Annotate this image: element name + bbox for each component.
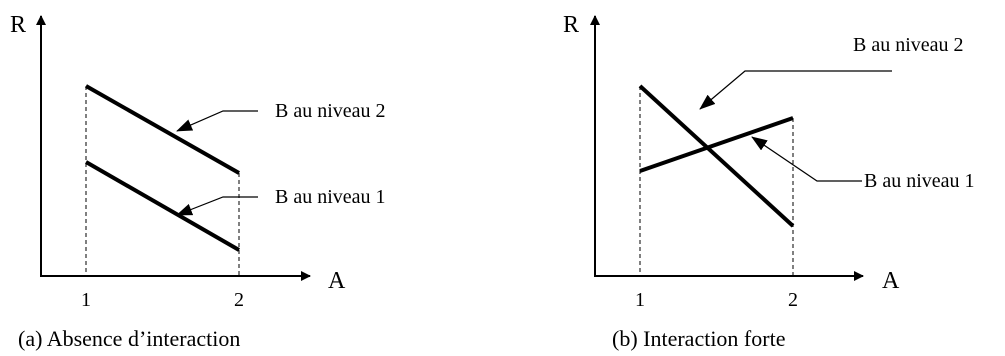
panel-a: R A 1 2 B au niveau 2 B au niveau 1 (a) … [10,12,386,351]
panel-a-caption: (a) Absence d’interaction [18,326,240,351]
panel-b-line-b-niveau-1 [639,116,794,173]
panel-b-label-b-niveau-2: B au niveau 2 [853,34,964,56]
panel-b-x-tick-2: 2 [788,289,798,311]
panel-a-leader-niveau-2 [176,110,258,132]
panel-b-y-axis-label: R [563,12,579,38]
panel-a-leader-niveau-1 [176,196,258,216]
panel-a-line-b-niveau-1 [85,160,240,252]
panel-a-x-tick-1: 1 [81,289,91,311]
panel-b-label-b-niveau-1: B au niveau 1 [864,170,975,192]
panel-b-x-axis-label: A [882,268,900,294]
panel-b-leader-niveau-1 [751,136,862,182]
panel-b-line-b-niveau-2 [638,84,795,228]
panel-b: R A 1 2 B au niveau 2 B au niveau 1 (b) … [563,12,975,351]
panel-a-line-b-niveau-2 [85,84,240,175]
panel-a-label-b-niveau-1: B au niveau 1 [275,186,386,208]
panel-a-label-b-niveau-2: B au niveau 2 [275,100,386,122]
panel-a-y-axis-label: R [10,12,26,38]
panel-a-x-axis-label: A [328,268,346,294]
panel-b-x-tick-1: 1 [635,289,645,311]
panel-b-leader-niveau-2 [699,70,892,110]
panel-b-caption: (b) Interaction forte [612,326,785,351]
panel-a-x-tick-2: 2 [234,289,244,311]
